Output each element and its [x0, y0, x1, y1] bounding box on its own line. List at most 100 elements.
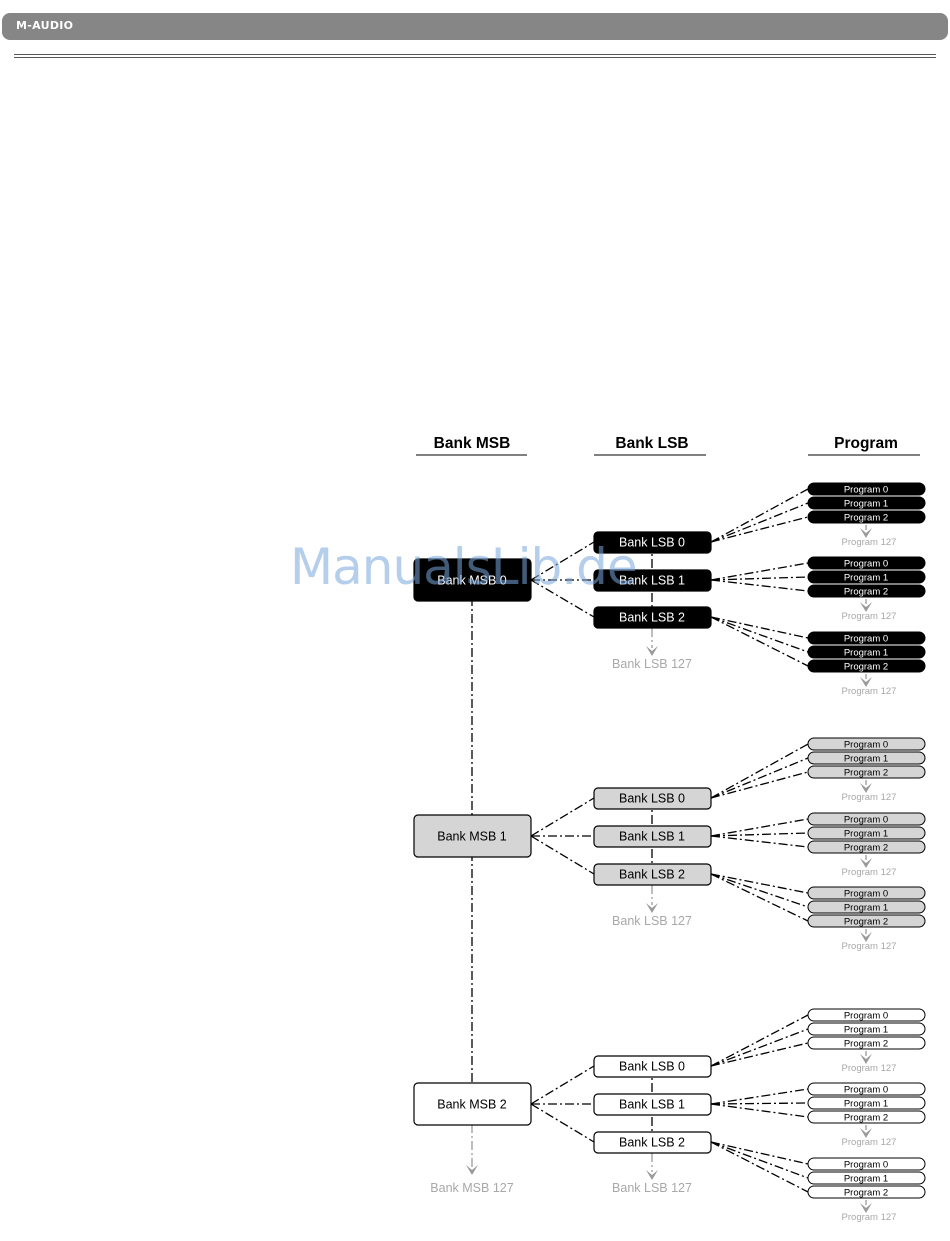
- lsb-program-connector: [710, 873, 809, 908]
- program-box: [807, 1022, 926, 1036]
- column-header-lsb: Bank LSB: [615, 435, 688, 452]
- program-box: [807, 631, 926, 645]
- lsb-label: Bank LSB 0: [619, 1060, 685, 1074]
- lsb-program-connector: [710, 616, 809, 667]
- program-label: Program 1: [844, 829, 888, 840]
- program-label: Program 0: [844, 1011, 888, 1022]
- program-more-arrow: [860, 1203, 872, 1213]
- program-label: Program 0: [844, 634, 888, 645]
- msb-lsb-connector: [530, 835, 595, 875]
- program-box: [807, 840, 926, 854]
- lsb-program-connector: [710, 1088, 809, 1105]
- program-more-arrow: [860, 528, 872, 538]
- program-more-label: Program 127: [842, 1212, 897, 1223]
- program-box: [807, 556, 926, 570]
- lsb-program-connector: [710, 562, 809, 581]
- column-header-msb: Bank MSB: [434, 435, 511, 452]
- program-label: Program 1: [844, 754, 888, 765]
- program-more-label: Program 127: [842, 686, 897, 697]
- lsb-label: Bank LSB 2: [619, 1136, 685, 1150]
- program-label: Program 2: [844, 768, 888, 779]
- program-more-label: Program 127: [842, 537, 897, 548]
- lsb-label: Bank LSB 1: [619, 1098, 685, 1112]
- brand-logo: M-AUDIO: [16, 19, 74, 32]
- program-label: Program 2: [844, 1113, 888, 1124]
- lsb-program-connector: [710, 488, 809, 543]
- program-box: [807, 737, 926, 751]
- program-label: Program 0: [844, 889, 888, 900]
- header-bar: M-AUDIO: [2, 13, 948, 40]
- lsb-program-connector: [710, 771, 809, 799]
- lsb-label: Bank LSB 2: [619, 611, 685, 625]
- program-box: [807, 1008, 926, 1022]
- lsb-program-connector: [710, 1028, 809, 1067]
- lsb-label: Bank LSB 1: [619, 830, 685, 844]
- program-box: [807, 482, 926, 496]
- program-box: [807, 510, 926, 524]
- msb-box: [413, 814, 532, 858]
- lsb-program-connector: [710, 1014, 809, 1067]
- lsb-program-connector: [710, 616, 809, 653]
- lsb-program-connector: [710, 1141, 809, 1193]
- program-label: Program 2: [844, 917, 888, 928]
- program-more-label: Program 127: [842, 1063, 897, 1074]
- program-box: [807, 1096, 926, 1110]
- program-more-arrow: [860, 858, 872, 868]
- lsb-more-arrow: [646, 646, 658, 656]
- lsb-program-connector: [710, 873, 809, 922]
- lsb-program-connector: [710, 1141, 809, 1179]
- lsb-more-label: Bank LSB 127: [612, 1181, 692, 1195]
- program-box: [807, 886, 926, 900]
- lsb-program-connector: [710, 516, 809, 543]
- lsb-more-label: Bank LSB 127: [612, 657, 692, 671]
- program-box: [807, 1185, 926, 1199]
- program-label: Program 2: [844, 513, 888, 524]
- program-more-arrow: [860, 677, 872, 687]
- program-label: Program 1: [844, 903, 888, 914]
- program-more-label: Program 127: [842, 611, 897, 622]
- program-box: [807, 900, 926, 914]
- lsb-box: [593, 1093, 712, 1116]
- program-label: Program 1: [844, 573, 888, 584]
- msb-more-arrow: [466, 1165, 478, 1175]
- program-label: Program 0: [844, 559, 888, 570]
- lsb-program-connector: [710, 818, 809, 837]
- program-box: [807, 765, 926, 779]
- program-box: [807, 826, 926, 840]
- program-more-arrow: [860, 783, 872, 793]
- msb-label: Bank MSB 1: [437, 830, 507, 844]
- lsb-label: Bank LSB 0: [619, 792, 685, 806]
- lsb-more-label: Bank LSB 127: [612, 914, 692, 928]
- lsb-program-connector: [710, 835, 809, 848]
- lsb-box: [593, 531, 712, 554]
- program-box: [807, 1110, 926, 1124]
- program-label: Program 2: [844, 843, 888, 854]
- program-box: [807, 584, 926, 598]
- program-label: Program 1: [844, 648, 888, 659]
- program-label: Program 2: [844, 587, 888, 598]
- program-more-label: Program 127: [842, 792, 897, 803]
- program-label: Program 2: [844, 1039, 888, 1050]
- msb-lsb-connector: [530, 541, 595, 581]
- lsb-program-connector: [710, 743, 809, 799]
- program-box: [807, 1171, 926, 1185]
- msb-lsb-connector: [530, 579, 595, 618]
- msb-more-label: Bank MSB 127: [430, 1181, 513, 1195]
- program-more-arrow: [860, 1128, 872, 1138]
- msb-box: [413, 558, 532, 602]
- divider-rule: [14, 57, 936, 58]
- program-label: Program 1: [844, 499, 888, 510]
- program-label: Program 0: [844, 485, 888, 496]
- lsb-box: [593, 1131, 712, 1154]
- program-box: [807, 645, 926, 659]
- msb-lsb-connector: [530, 1103, 595, 1143]
- lsb-box: [593, 569, 712, 592]
- lsb-program-connector: [710, 757, 809, 799]
- program-box: [807, 1036, 926, 1050]
- lsb-program-connector: [710, 1141, 809, 1165]
- lsb-more-arrow: [646, 1170, 658, 1180]
- msb-label: Bank MSB 0: [437, 574, 507, 588]
- lsb-label: Bank LSB 0: [619, 536, 685, 550]
- program-more-label: Program 127: [842, 867, 897, 878]
